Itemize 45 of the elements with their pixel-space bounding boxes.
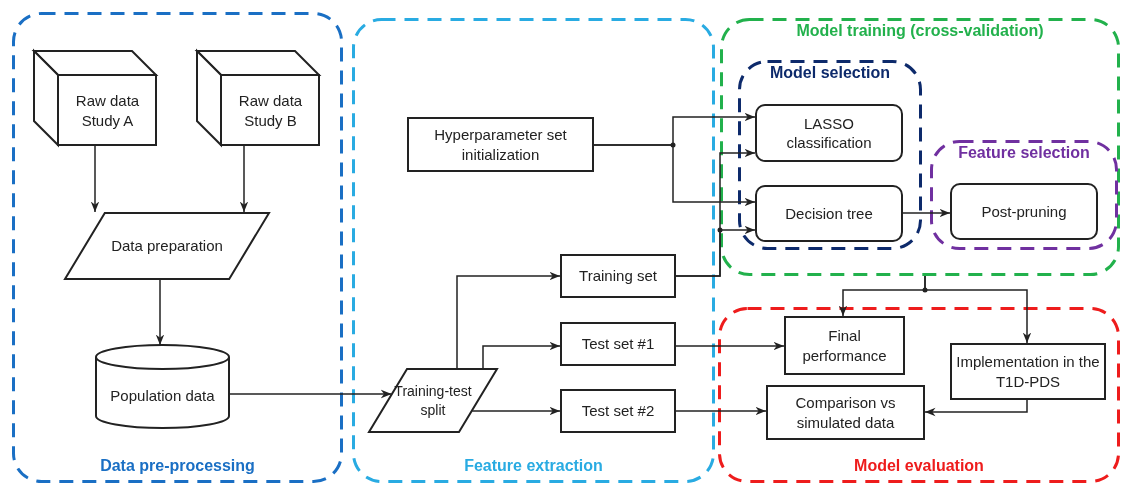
arrow (90, 145, 100, 213)
process-box (950, 343, 1106, 400)
node-label: Raw data Study B (237, 91, 304, 130)
group-title: Data pre-processing (100, 457, 255, 475)
node-label: Training set (579, 266, 657, 286)
arrow (155, 279, 165, 346)
arrow (229, 389, 393, 399)
node-label: Post-pruning (981, 201, 1067, 222)
arrow (456, 271, 561, 369)
node-label: Population data (110, 385, 215, 406)
node-label: Comparison vs simulated data (794, 393, 897, 432)
node-label: Hyperparameter set initialization (433, 125, 568, 164)
group-title: Feature selection (958, 144, 1090, 162)
node-label: Test set #1 (581, 334, 655, 354)
group-title: Model selection (770, 64, 890, 82)
arrow (675, 341, 785, 351)
rounded-process-box (755, 185, 903, 242)
node-label: Raw data Study A (74, 91, 141, 130)
arrow (471, 406, 561, 416)
rounded-process-box (950, 183, 1098, 240)
arrow (924, 275, 1032, 344)
node-label: LASSO classification (785, 113, 873, 153)
node-label: Test set #2 (581, 401, 655, 421)
node-label: Training-test split (393, 382, 473, 419)
rounded-process-box (755, 104, 903, 162)
process-box (407, 117, 594, 172)
process-box (560, 389, 676, 433)
group-title: Model training (cross-validation) (796, 22, 1044, 40)
node-label: Decision tree (785, 203, 873, 224)
node-label: Data preparation (111, 236, 223, 256)
process-box (560, 322, 676, 366)
process-box (560, 254, 676, 298)
arrow (593, 144, 756, 207)
arrow (675, 225, 756, 277)
group-title: Model evaluation (854, 457, 984, 475)
process-box (784, 316, 905, 375)
node-label: Implementation in the T1D-PDS (956, 352, 1100, 391)
arrow (482, 341, 561, 369)
arrow (239, 145, 249, 213)
arrow (924, 399, 1028, 417)
arrow (675, 406, 767, 416)
arrow (902, 208, 951, 218)
process-box (766, 385, 925, 440)
group-title: Feature extraction (464, 457, 603, 475)
node-label: Final performance (801, 326, 888, 365)
